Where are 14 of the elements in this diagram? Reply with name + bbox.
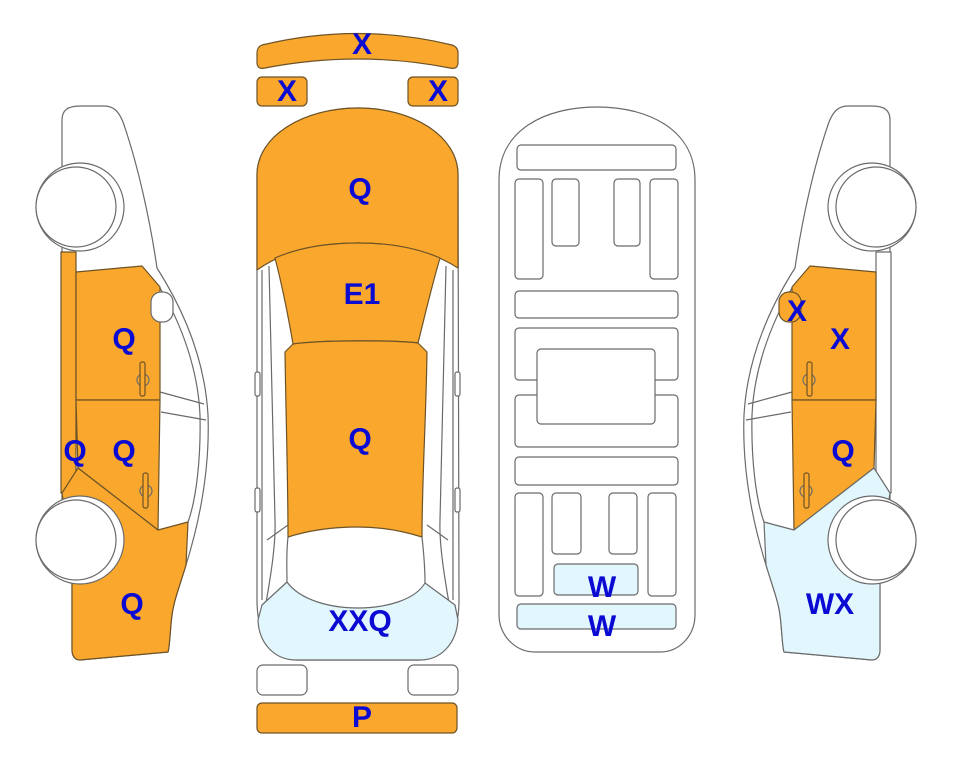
damage-code: P	[352, 703, 372, 733]
damage-code: X	[352, 30, 372, 60]
damage-code: Q	[120, 590, 144, 620]
damage-code: XXQ	[328, 607, 392, 637]
damage-code: Q	[112, 437, 136, 467]
damage-code: Q	[348, 425, 372, 455]
damage-code: X	[830, 325, 850, 355]
damage-code: E1	[344, 280, 380, 310]
damage-code: Q	[831, 437, 855, 467]
damage-code: Q	[112, 325, 136, 355]
damage-code: Q	[348, 175, 372, 205]
damage-code: X	[277, 77, 297, 107]
damage-code: WX	[806, 590, 854, 620]
damage-code: X	[428, 77, 448, 107]
